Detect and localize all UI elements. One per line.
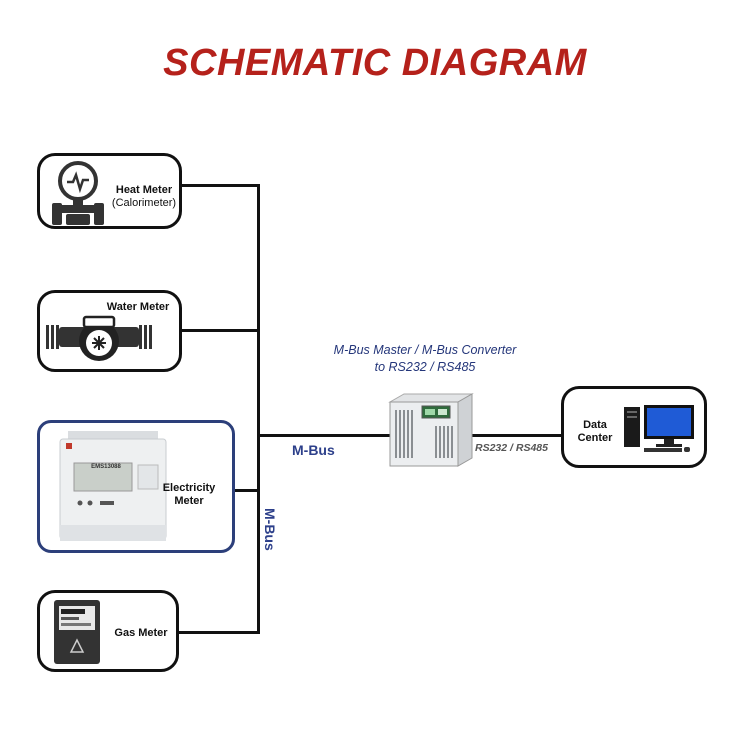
converter-title-line1: M-Bus Master / M-Bus Converter (333, 343, 517, 357)
electricity-device-text: EMS13088 (91, 464, 121, 470)
heat-meter-connector (180, 184, 260, 187)
water-meter-connector (180, 329, 260, 332)
gas-meter-connector (177, 631, 260, 634)
heat-meter-subtitle: (Calorimeter) (111, 197, 177, 209)
electricity-meter-connector (233, 489, 260, 492)
electricity-meter-icon (59, 431, 167, 541)
water-meter-icon (46, 315, 152, 361)
heat-meter-label: Heat Meter (Calorimeter) (108, 184, 180, 210)
gas-meter-box[interactable]: Gas Meter (37, 590, 179, 672)
converter-title-line2: to RS232 / RS485 (374, 360, 476, 374)
water-meter-label: Water Meter (106, 301, 170, 313)
data-center-line2: Center (577, 432, 613, 444)
data-center-label: Data Center (570, 419, 620, 445)
converter-title: M-Bus Master / M-Bus Converter to RS232 … (305, 342, 545, 376)
electricity-label-line1: Electricity (162, 482, 216, 494)
electricity-label-line2: Meter (174, 495, 204, 507)
m-bus-vertical-label: M-Bus (262, 508, 278, 551)
data-center-box[interactable]: Data Center (561, 386, 707, 468)
heat-meter-box[interactable]: Heat Meter (Calorimeter) (37, 153, 182, 229)
data-center-connector (468, 434, 564, 437)
electricity-meter-box[interactable]: EMS13088 Electricity Meter (37, 420, 235, 553)
converter-connector (258, 434, 391, 437)
m-bus-horizontal-label: M-Bus (292, 442, 335, 458)
heat-meter-icon (52, 161, 104, 225)
computer-icon (624, 405, 694, 452)
gas-meter-label: Gas Meter (114, 627, 168, 639)
converter-device-icon (388, 393, 474, 467)
water-meter-box[interactable]: Water Meter (37, 290, 182, 372)
rs-link-label: RS232 / RS485 (475, 442, 548, 454)
heat-meter-title: Heat Meter (115, 184, 173, 196)
data-center-line1: Data (583, 419, 607, 431)
gas-meter-icon (54, 600, 100, 664)
electricity-meter-label: Electricity Meter (154, 482, 224, 508)
diagram-title: SCHEMATIC DIAGRAM (163, 42, 587, 84)
bus-trunk-line (257, 184, 260, 634)
